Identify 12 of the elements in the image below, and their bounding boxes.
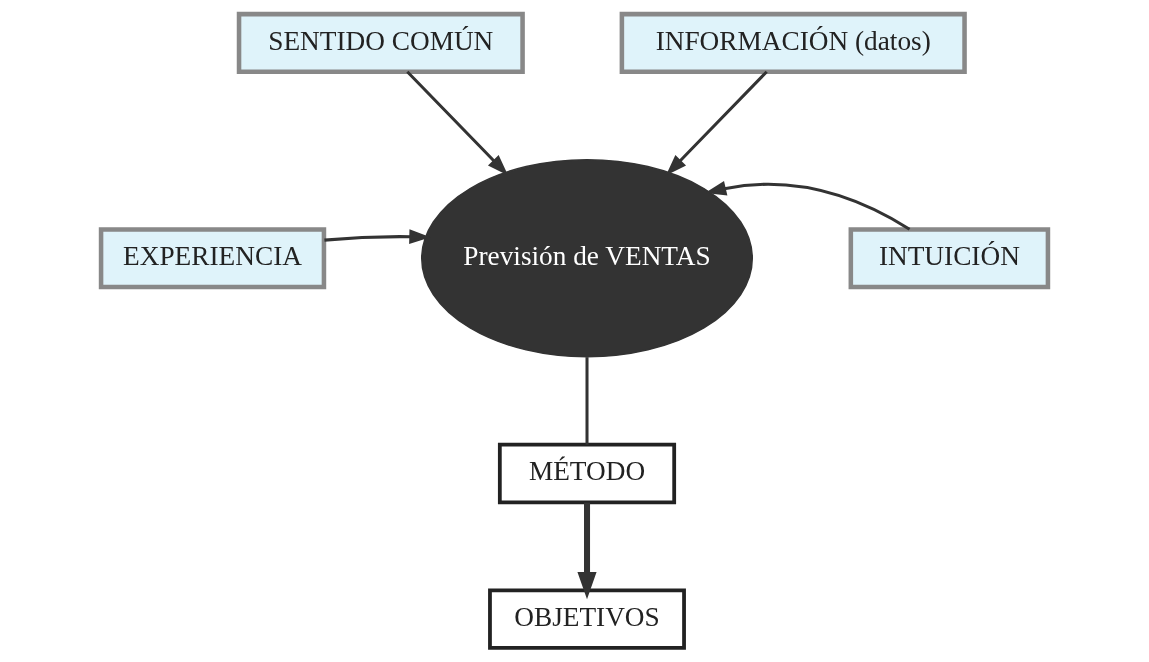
arrow (577, 502, 597, 600)
node-box: INTUICIÓN (848, 227, 1051, 290)
connector (585, 357, 589, 445)
arrow (705, 181, 911, 231)
node-box: SENTIDO COMÚN (236, 11, 525, 74)
arrow (406, 70, 509, 176)
node-box: MÉTODO (497, 442, 677, 505)
arrow (665, 70, 768, 176)
node-box: OBJETIVOS (488, 588, 686, 650)
node-box: INFORMACIÓN (datos) (619, 11, 967, 74)
node-box: EXPERIENCIA (98, 227, 327, 290)
node-ellipse: Previsión de VENTAS (421, 158, 754, 358)
